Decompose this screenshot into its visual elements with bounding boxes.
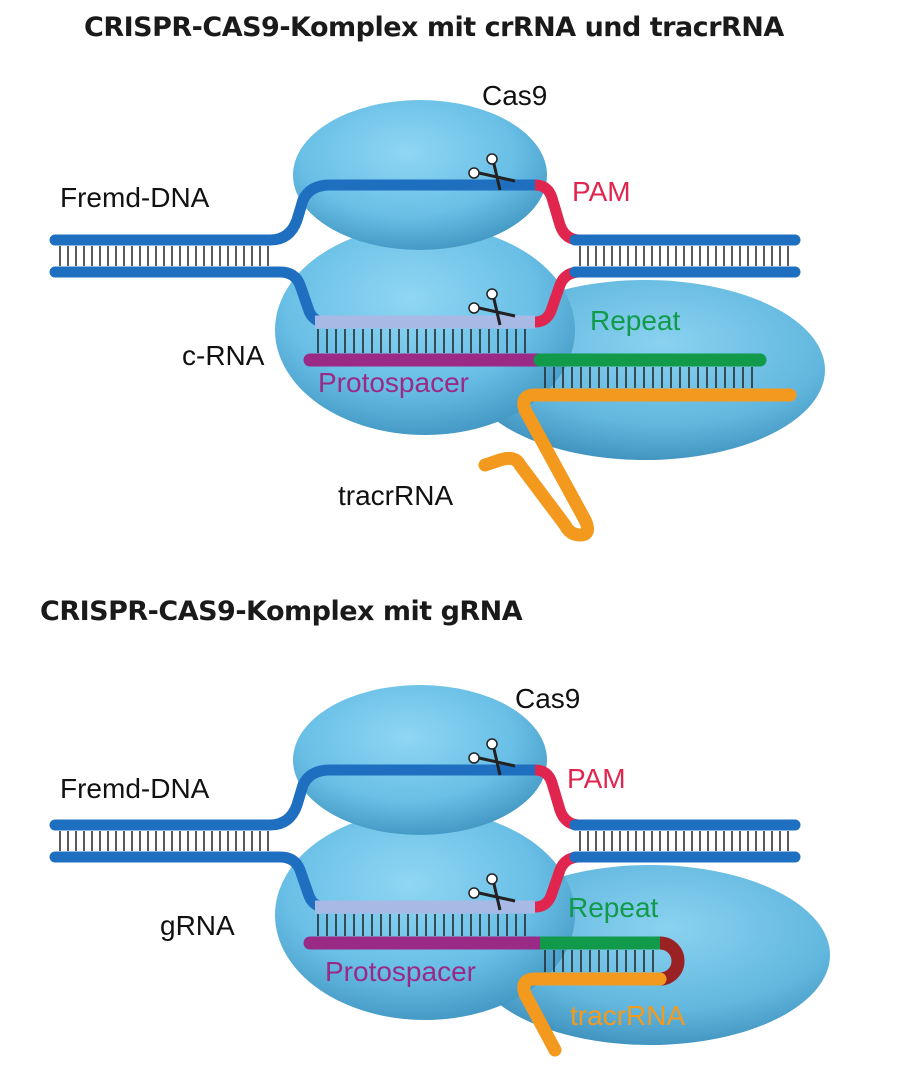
- label-protospacer: Protospacer: [325, 956, 476, 987]
- base-pairs-dna-left: [59, 831, 269, 851]
- label-guide-rna: c-RNA: [182, 340, 265, 371]
- base-pairs-repeat-tracr: [544, 367, 753, 388]
- base-pairs-dna-right: [579, 246, 789, 266]
- label-cas9: Cas9: [515, 683, 581, 714]
- cas9-lobe-top: [293, 685, 547, 835]
- panel2: [49, 685, 830, 1057]
- tracrrna-strand: [517, 972, 667, 1057]
- label-fremd-dna: Fremd-DNA: [60, 182, 210, 213]
- cas9-lobe-top: [293, 100, 547, 250]
- tracrrna-strand: [478, 388, 797, 542]
- tetraloop: [659, 936, 685, 986]
- label-protospacer: Protospacer: [318, 367, 469, 398]
- label-pam: PAM: [567, 763, 626, 794]
- base-pairs-guide-target: [317, 914, 526, 936]
- label-fremd-dna: Fremd-DNA: [60, 773, 210, 804]
- base-pairs-dna-left: [59, 246, 269, 266]
- dna-top-strand: [49, 764, 541, 831]
- dna-top-strand: [49, 179, 541, 246]
- base-pairs-repeat-tracr: [544, 950, 654, 972]
- panel1-title: CRISPR-CAS9-Komplex mit crRNA und tracrR…: [84, 12, 784, 43]
- cas9-lobe-bottom: [275, 810, 575, 1020]
- cas9-lobe-bottom: [275, 225, 575, 435]
- label-tracrrna: tracrRNA: [570, 1000, 686, 1031]
- label-cas9: Cas9: [482, 80, 548, 111]
- panel2-title: CRISPR-CAS9-Komplex mit gRNA: [40, 596, 523, 627]
- label-repeat: Repeat: [590, 305, 681, 336]
- label-guide-rna: gRNA: [160, 910, 235, 941]
- base-pairs-dna-right: [579, 831, 789, 851]
- base-pairs-guide-target: [317, 329, 526, 353]
- label-tracrrna: tracrRNA: [338, 480, 454, 511]
- scissors-icon: [468, 153, 516, 191]
- panel1: [49, 100, 825, 542]
- label-repeat: Repeat: [568, 892, 659, 923]
- scissors-icon: [468, 288, 516, 326]
- label-pam: PAM: [572, 176, 631, 207]
- scissors-icon: [468, 738, 516, 776]
- scissors-icon: [468, 873, 516, 911]
